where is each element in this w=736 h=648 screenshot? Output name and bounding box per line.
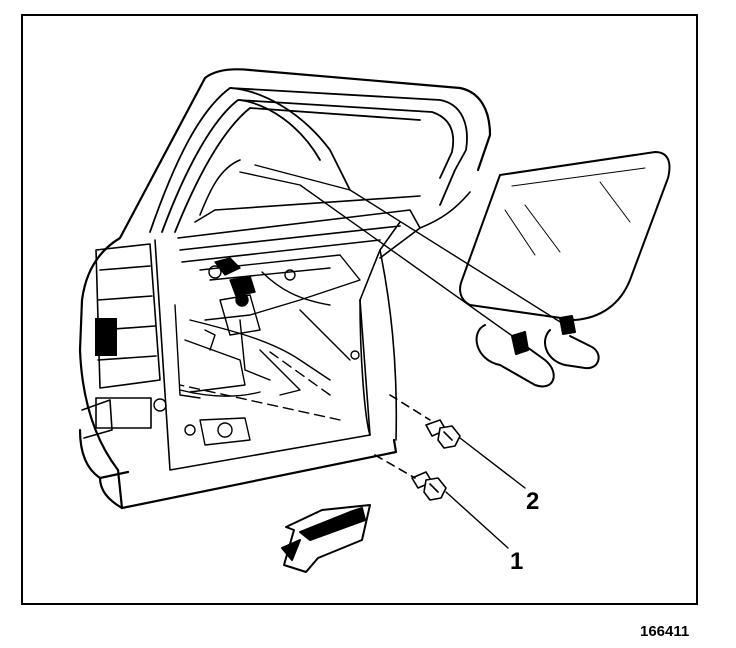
figure-number: 166411	[640, 623, 690, 640]
glass-channel	[475, 315, 600, 388]
figure-frame	[21, 14, 698, 605]
inner-door-panel	[154, 159, 471, 471]
window-glass	[459, 151, 671, 321]
front-direction-arrow	[281, 504, 371, 573]
callout-1-leader	[445, 491, 509, 549]
callout-2-label: 2	[526, 488, 540, 515]
window-frame	[149, 87, 468, 233]
callout-1-label: 1	[510, 548, 524, 575]
alignment-lines	[179, 164, 566, 421]
bolt-1	[374, 454, 447, 501]
door-outer-panel	[78, 68, 492, 510]
callout-2-leader	[459, 437, 526, 489]
window-regulator	[153, 254, 361, 446]
door-hinge-area	[81, 243, 161, 439]
bolt-2	[389, 394, 461, 449]
